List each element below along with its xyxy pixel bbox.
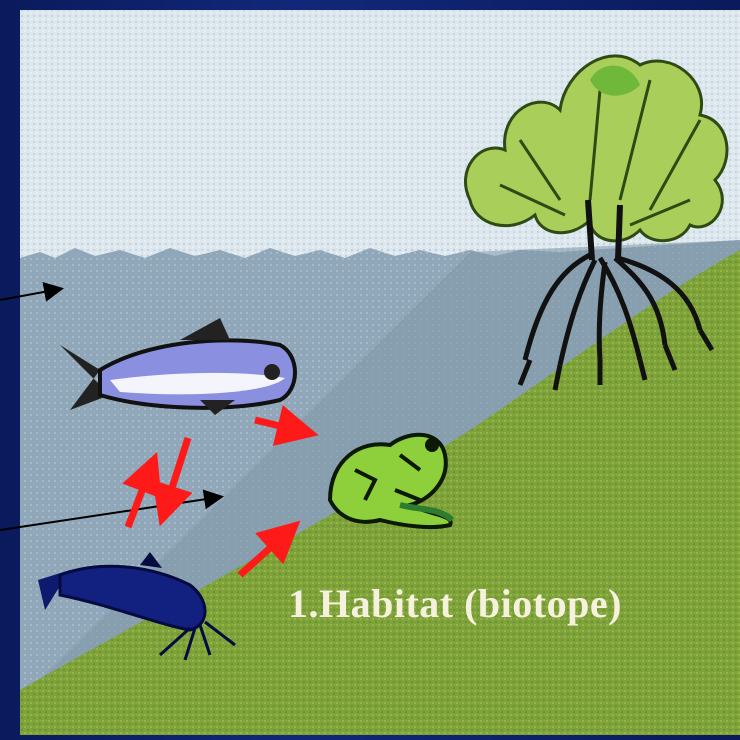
caption-habitat: 1.Habitat (biotope) xyxy=(288,580,622,627)
